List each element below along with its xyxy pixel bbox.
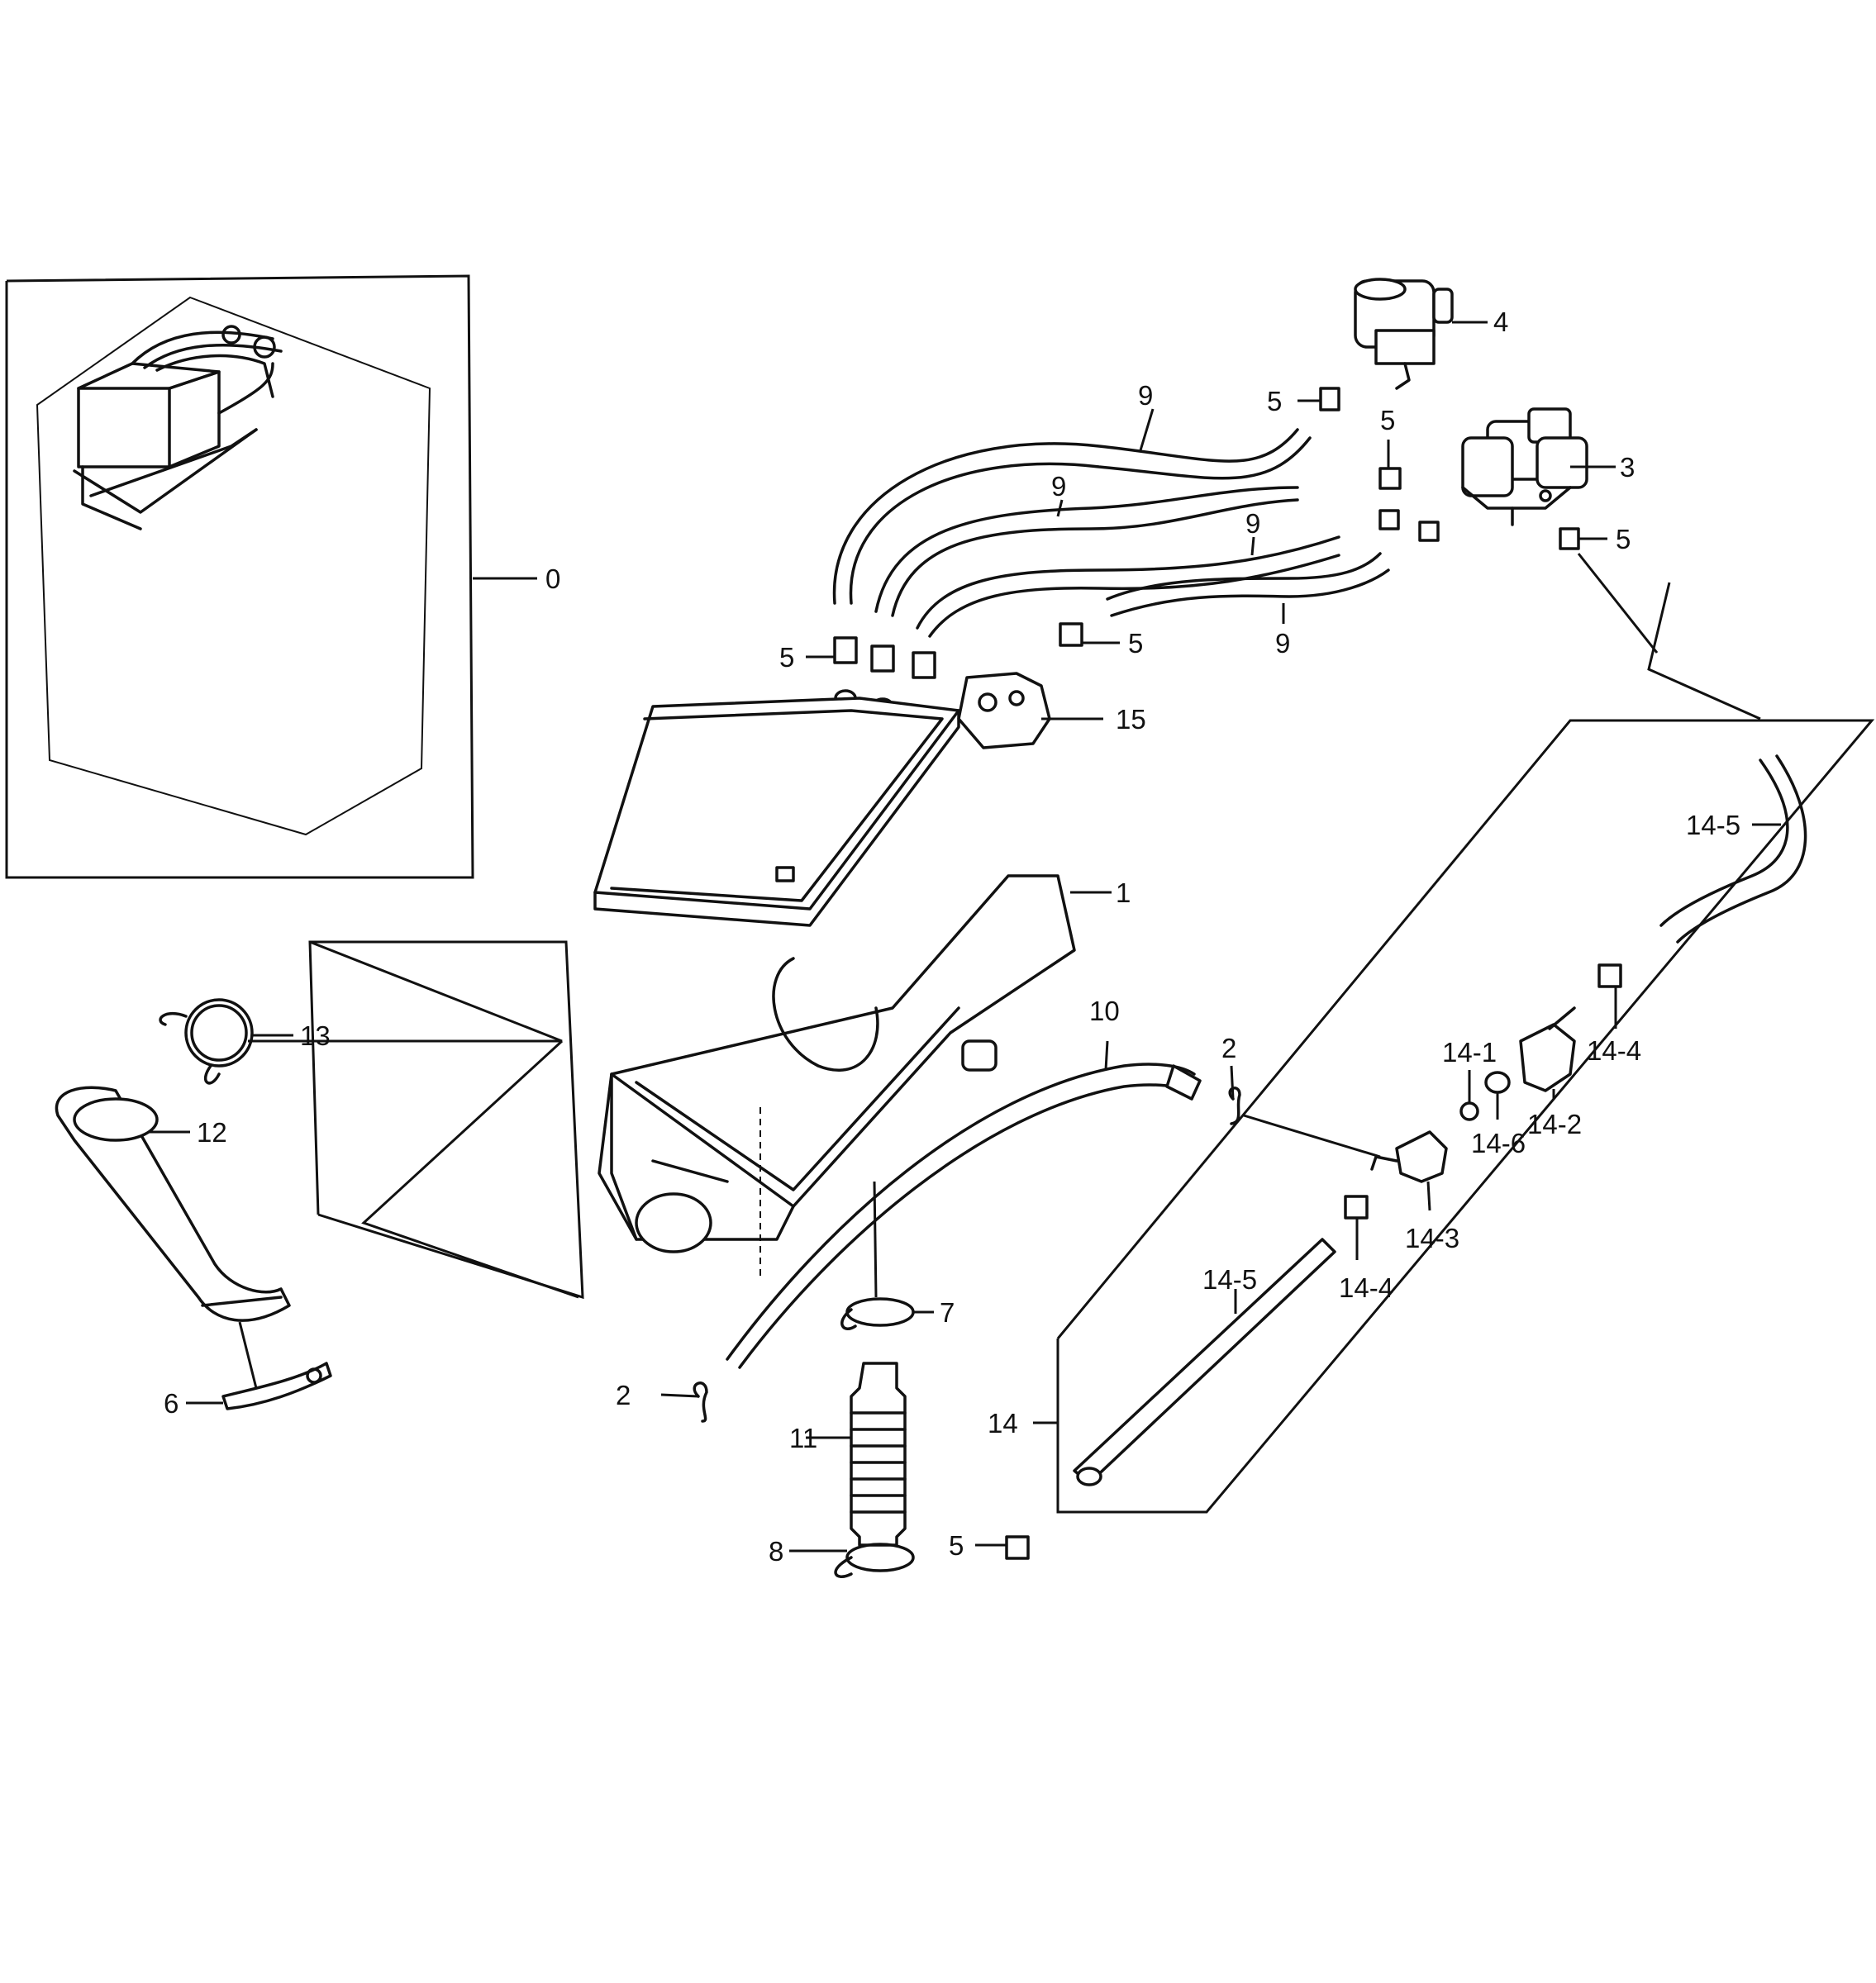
callout-4: 4 — [1493, 307, 1508, 337]
bellows-clamp: 13 — [159, 998, 331, 1085]
drain-bellows-clamp-bottom: 8 — [769, 1536, 915, 1578]
callout-2-a: 2 — [616, 1380, 631, 1410]
callout-9-b: 9 — [1051, 471, 1066, 502]
callout-9-c: 9 — [1245, 508, 1260, 539]
water-valve-single: 4 — [1354, 278, 1508, 390]
callout-14-3: 14-3 — [1405, 1223, 1459, 1253]
callout-5-e: 5 — [1128, 628, 1143, 659]
callout-13: 13 — [300, 1020, 331, 1051]
inlet-kit-connector: 14-3 — [1243, 1114, 1459, 1253]
callout-14-4-a: 14-4 — [1587, 1035, 1641, 1066]
dispenser-housing-top: 15 — [593, 672, 1146, 927]
callout-9-d: 9 — [1275, 628, 1290, 659]
callout-5-b: 5 — [1380, 405, 1395, 435]
water-valve-multi: 3 — [1461, 407, 1635, 526]
drain-bellows: 11 — [789, 1362, 907, 1547]
callout-3: 3 — [1620, 452, 1635, 483]
inlet-kit-clamps: 14-4 14-4 — [1339, 963, 1641, 1303]
callout-7: 7 — [940, 1297, 955, 1328]
callout-0: 0 — [545, 564, 560, 594]
callout-12: 12 — [197, 1117, 227, 1148]
inlet-kit-filter: 14-2 — [1519, 1006, 1582, 1139]
callout-10: 10 — [1089, 996, 1120, 1026]
callout-14-5-b: 14-5 — [1202, 1264, 1257, 1295]
callout-8: 8 — [769, 1536, 783, 1567]
drain-hose: 10 — [726, 996, 1202, 1369]
inlet-kit-ball: 14-1 — [1442, 1037, 1497, 1121]
callout-5-f: 5 — [949, 1530, 964, 1561]
callout-14-1: 14-1 — [1442, 1037, 1497, 1068]
callout-14-2: 14-2 — [1527, 1109, 1582, 1139]
inlet-kit-hose-lower: 14-5 — [1073, 1238, 1336, 1486]
dispenser-housing: 1 — [598, 874, 1131, 1281]
callout-5-c: 5 — [1616, 524, 1631, 554]
callout-15: 15 — [1116, 704, 1146, 735]
bellows-hose: 12 — [55, 1086, 291, 1322]
callout-14-6: 14-6 — [1471, 1128, 1526, 1158]
callout-5-a: 5 — [1267, 386, 1282, 416]
hose-clamps: 5 5 5 5 5 5 — [779, 386, 1631, 1561]
drain-bellows-clamp-top: 7 — [840, 1181, 955, 1330]
callout-9-a: 9 — [1138, 380, 1153, 411]
inlet-kit-washer: 14-6 — [1471, 1071, 1526, 1158]
callout-1: 1 — [1116, 877, 1131, 908]
callout-14-4-b: 14-4 — [1339, 1272, 1393, 1303]
inlet-hoses: 9 9 9 9 — [832, 380, 1390, 659]
callout-2-b: 2 — [1221, 1033, 1236, 1063]
callout-14-5-a: 14-5 — [1686, 810, 1740, 840]
callout-11: 11 — [789, 1423, 817, 1453]
inset-frame: 0 — [5, 274, 560, 879]
inlet-kit-hose-upper: 14-5 — [1659, 754, 1807, 944]
callout-5-d: 5 — [779, 642, 794, 673]
callout-6: 6 — [164, 1388, 179, 1419]
strap-clamp: 6 — [164, 1321, 332, 1419]
drain-group-frame — [248, 940, 584, 1300]
inlet-kit-frame: 14 — [988, 553, 1875, 1514]
drain-hose-clamps: 2 2 — [616, 1033, 1241, 1423]
callout-14: 14 — [988, 1408, 1018, 1439]
harness-assembly-illustration — [73, 325, 283, 530]
